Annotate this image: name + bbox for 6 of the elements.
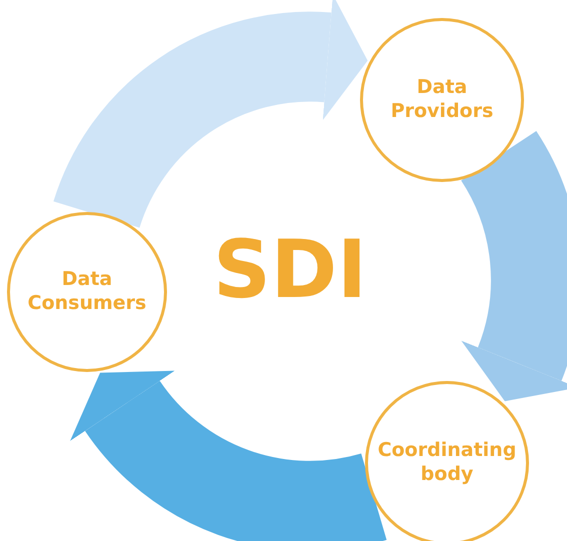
curved-arrow: [54, 0, 368, 230]
node-label: Coordinating body: [376, 439, 518, 487]
node-label: Data Consumers: [26, 268, 148, 316]
node-label: Data Providors: [390, 76, 494, 124]
center-title: SDI: [213, 222, 367, 318]
curved-arrow: [460, 133, 567, 402]
